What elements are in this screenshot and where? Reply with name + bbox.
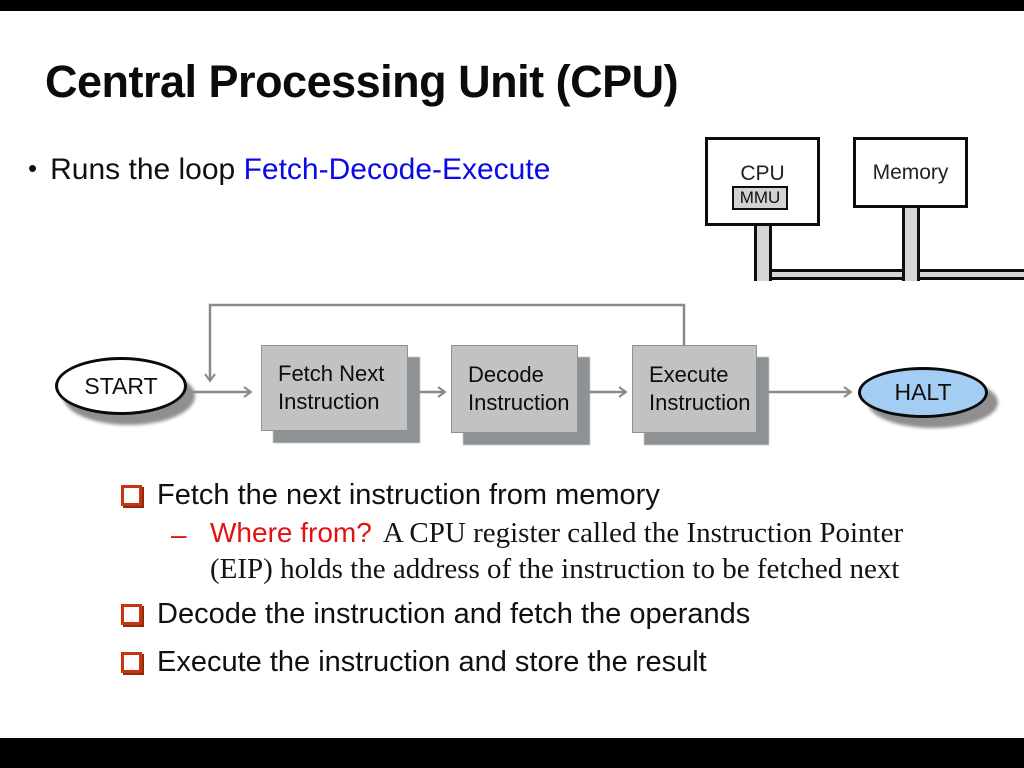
top-letterbox-bar [0, 0, 1024, 11]
halt-label: HALT [894, 379, 952, 405]
checklist-item: Fetch the next instruction from memory [121, 479, 660, 512]
sub-bullet-line1: Where from? A CPU register called the Ins… [210, 517, 903, 550]
flow-step-line: Instruction [278, 389, 380, 414]
mmu-label: MMU [739, 188, 781, 207]
checklist-text: Fetch the next instruction from memory [157, 479, 660, 511]
checklist-item: Decode the instruction and fetch the ope… [121, 598, 750, 631]
flow-step-line: Decode [468, 362, 544, 387]
sub-bullet-answer1: A CPU register called the Instruction Po… [382, 517, 904, 549]
intro-text: Runs the loop [50, 153, 244, 186]
page-title: Central Processing Unit (CPU) [45, 56, 679, 107]
flow-step-line: Instruction [468, 390, 570, 415]
cpu-label: CPU [740, 161, 785, 185]
flow-step-line: Fetch Next [278, 361, 385, 386]
intro-highlight: Fetch-Decode-Execute [243, 153, 551, 186]
sub-bullet-answer2: (EIP) holds the address of the instructi… [210, 553, 900, 585]
start-node: START [55, 357, 187, 415]
halt-node: HALT [858, 367, 988, 418]
mmu-box: MMU [732, 186, 788, 210]
checklist-item: Execute the instruction and store the re… [121, 646, 707, 679]
square-bullet-icon [121, 485, 142, 506]
memory-bus-connector [902, 205, 920, 281]
square-bullet-icon [121, 652, 142, 673]
dash-bullet-icon: – [171, 519, 187, 550]
flow-step-decode: Decode Instruction [451, 345, 578, 433]
sub-bullet-question: Where from? [210, 517, 372, 548]
checklist-text: Execute the instruction and store the re… [157, 646, 707, 678]
memory-label: Memory [872, 160, 949, 184]
flow-step-fetch: Fetch Next Instruction [261, 345, 408, 431]
square-bullet-icon [121, 604, 142, 625]
flow-step-line: Execute [649, 362, 729, 387]
flow-step-line: Instruction [649, 390, 751, 415]
checklist-text: Decode the instruction and fetch the ope… [157, 598, 751, 630]
intro-bullet: • Runs the loop Fetch-Decode-Execute [28, 153, 550, 187]
memory-box: Memory [853, 137, 968, 208]
dot-bullet-icon: • [28, 153, 38, 183]
bottom-letterbox-bar [0, 738, 1024, 768]
start-label: START [84, 372, 158, 399]
cpu-box: CPU [705, 137, 820, 226]
memory-bus-horizontal [754, 269, 1024, 280]
flow-step-execute: Execute Instruction [632, 345, 757, 433]
